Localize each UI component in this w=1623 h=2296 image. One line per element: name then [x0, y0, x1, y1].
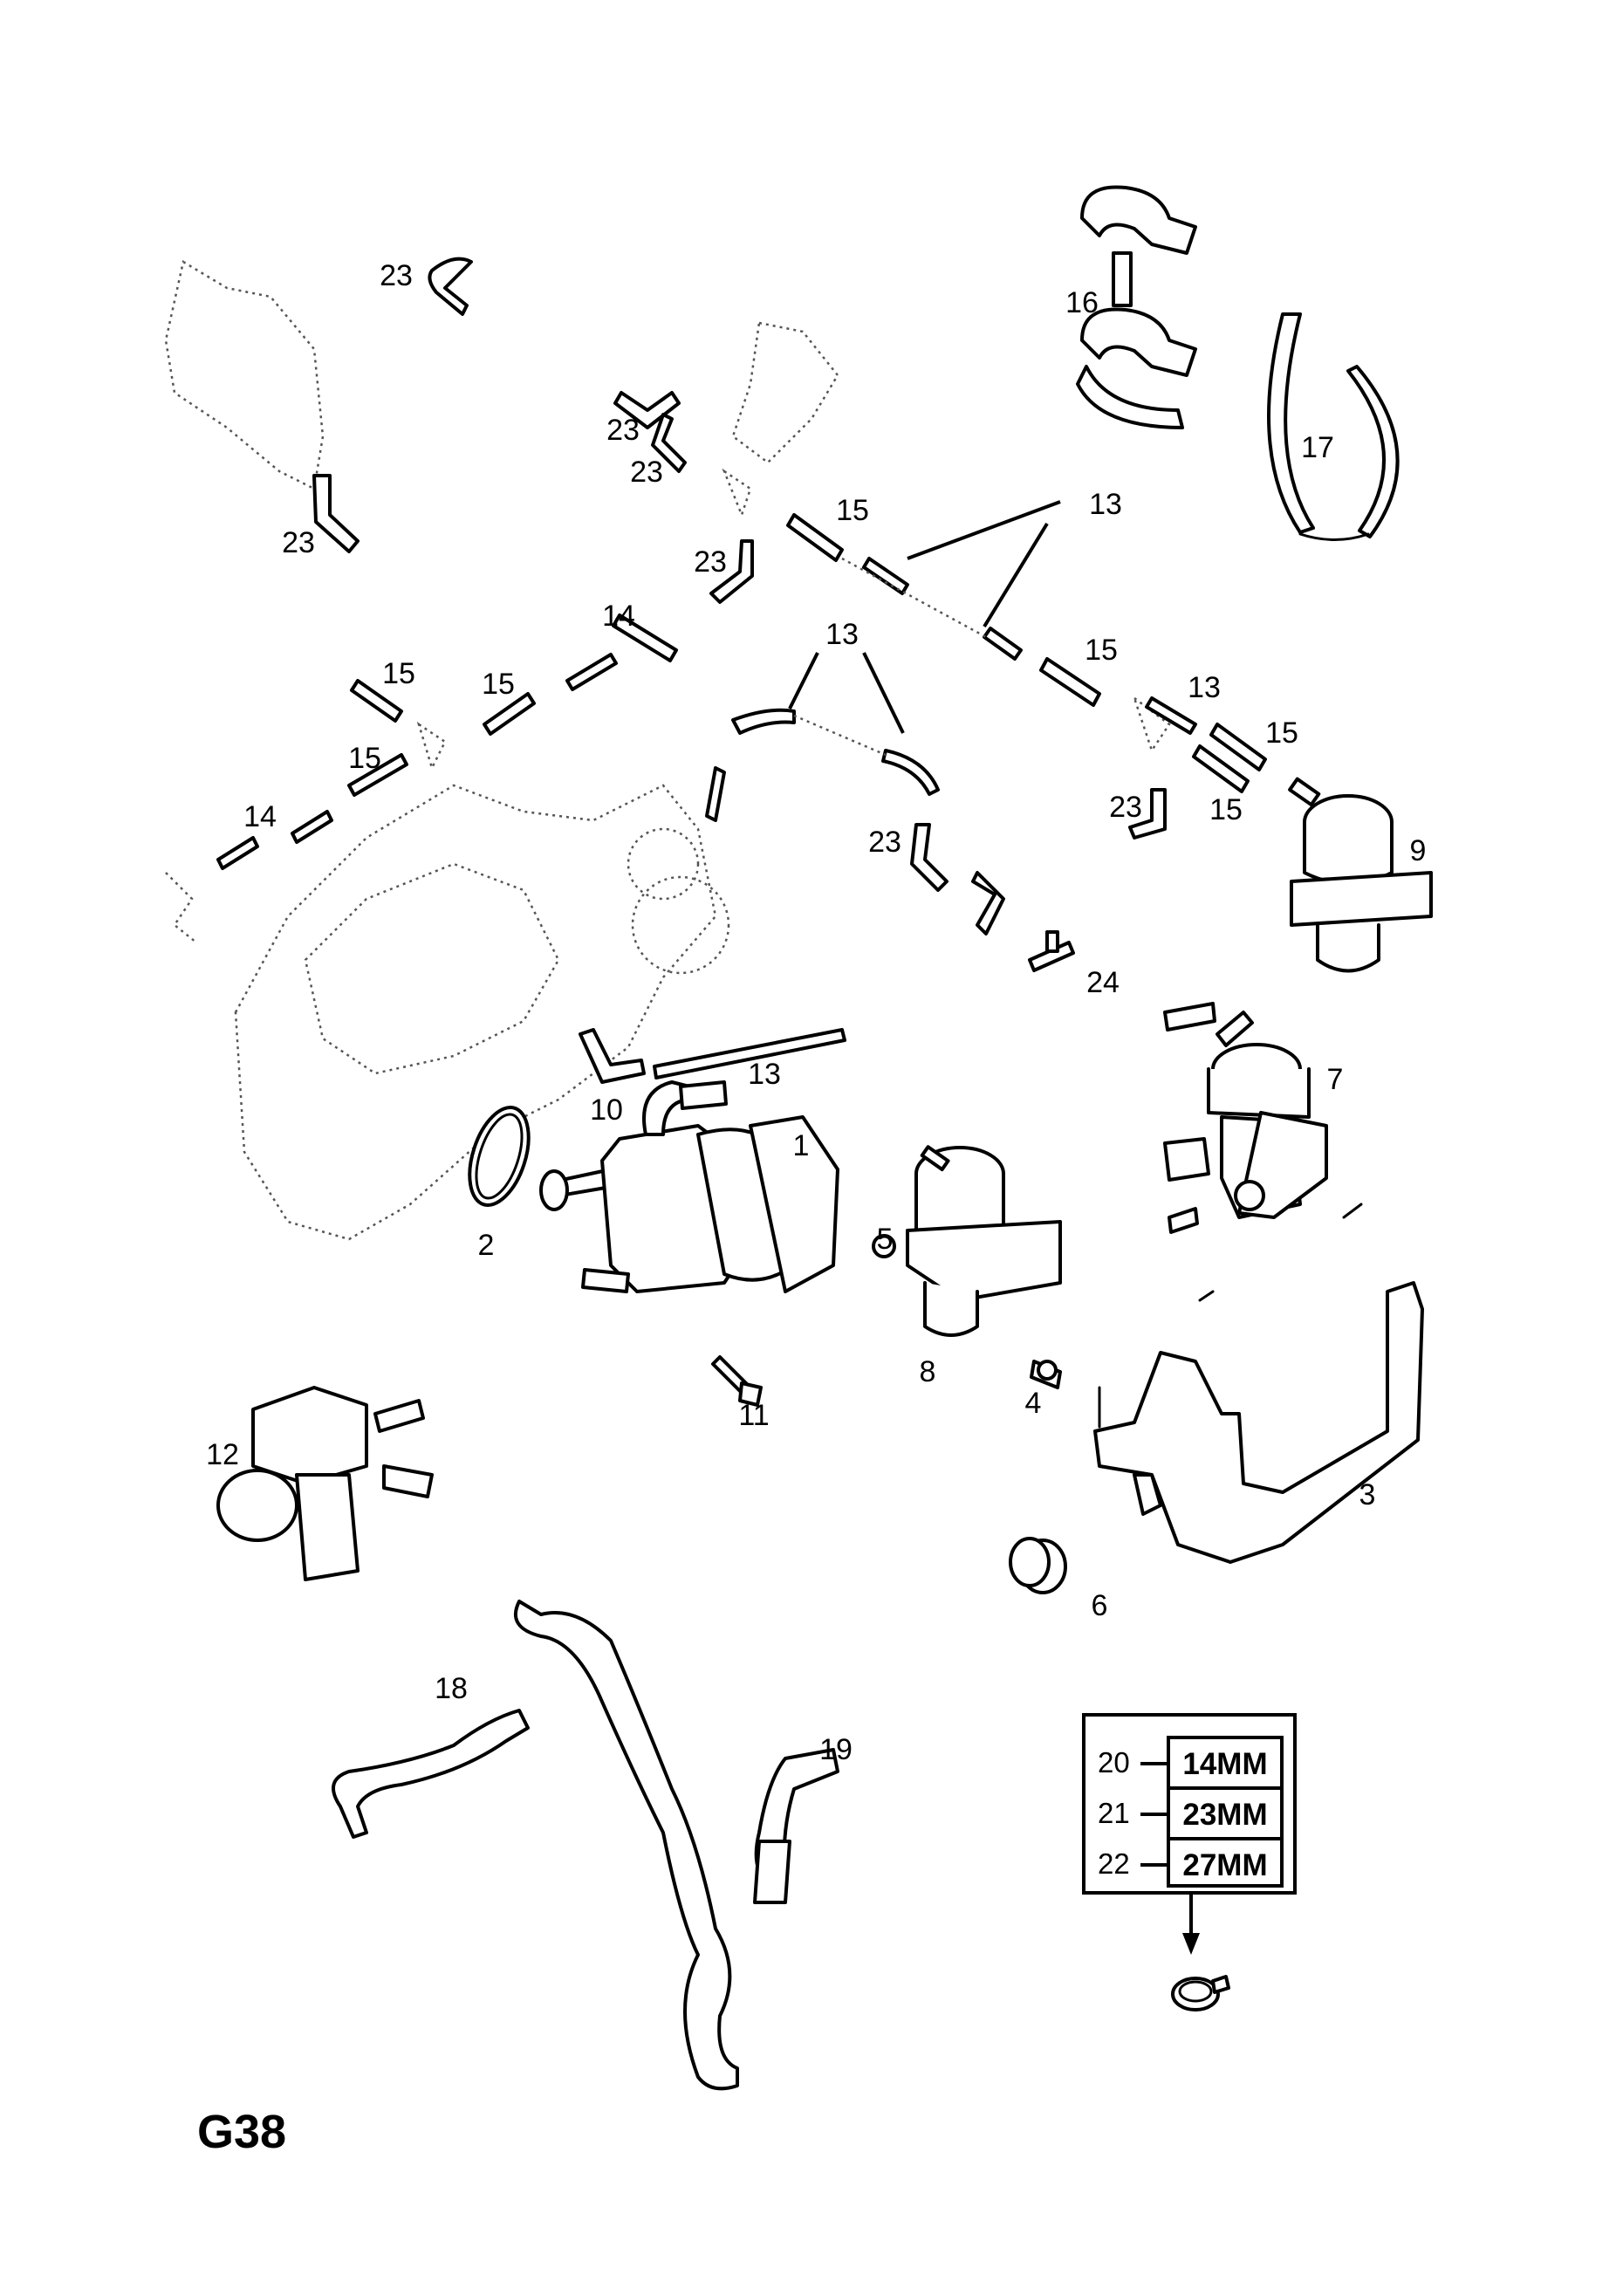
part-12-solenoid: [216, 1386, 434, 1581]
callout-23: 23: [630, 456, 663, 489]
callout-12: 12: [206, 1438, 239, 1471]
hose-clamp-size-legend: 20 14MM 21 23MM 22 27MM: [1082, 1713, 1297, 1895]
part-17-cable-tie: [1267, 312, 1400, 541]
legend-size: 23MM: [1167, 1786, 1284, 1837]
callout-18: 18: [435, 1672, 468, 1705]
callout-15: 15: [1209, 793, 1243, 826]
legend-dash: [1140, 1813, 1167, 1816]
callout-15: 15: [836, 494, 869, 527]
part-10-elbow: [579, 1028, 646, 1084]
callout-7: 7: [1326, 1063, 1344, 1096]
part-11-bolt: [711, 1355, 763, 1407]
part-3-bracket: [1093, 1203, 1424, 1564]
part-13-long-hose: [653, 1028, 846, 1079]
callout-13: 13: [825, 618, 859, 651]
legend-ref: 21: [1098, 1797, 1130, 1829]
legend-row: 22 27MM: [1085, 1837, 1293, 1888]
callout-16: 16: [1065, 286, 1099, 319]
legend-dash: [1140, 1762, 1167, 1765]
callout-24: 24: [1086, 966, 1120, 999]
part-6-cap: [1009, 1537, 1067, 1594]
hose-segments-14-15: [216, 513, 1267, 870]
part-5-nut: [872, 1234, 896, 1258]
part-9-solenoid: [1288, 777, 1433, 973]
callout-15: 15: [482, 668, 515, 701]
callout-15: 15: [348, 742, 381, 775]
legend-arrow: [1182, 1888, 1200, 1955]
page-code: G38: [197, 2106, 287, 2158]
callout-14: 14: [243, 800, 277, 833]
callout-4: 4: [1024, 1387, 1042, 1420]
callout-3: 3: [1359, 1478, 1376, 1511]
callout-5: 5: [876, 1223, 894, 1256]
callout-8: 8: [919, 1355, 936, 1388]
part-1-egr-valve: [539, 1080, 839, 1293]
leader-lines-13: [788, 500, 1061, 734]
part-8-solenoid: [906, 1145, 1062, 1337]
part-2-o-ring: [468, 1106, 531, 1207]
callout-23: 23: [606, 414, 640, 447]
legend-ref: 22: [1098, 1847, 1130, 1880]
callout-13: 13: [748, 1058, 781, 1091]
callout-23: 23: [380, 259, 413, 292]
legend-dash: [1140, 1863, 1167, 1867]
hose-elbow-23-right: [1128, 788, 1167, 840]
legend-size: 27MM: [1167, 1837, 1284, 1888]
part-24-t-connector: [1028, 930, 1075, 972]
part-19-hose: [514, 1600, 839, 2091]
legend-row: 20 14MM: [1085, 1736, 1293, 1786]
part-18-hose: [332, 1709, 530, 1839]
part-7-vacuum-regulator: [1163, 1002, 1328, 1234]
callout-23: 23: [694, 545, 727, 579]
legend-ref: 20: [1098, 1746, 1130, 1779]
callout-17: 17: [1301, 431, 1334, 464]
hose-elbow-23-left: [312, 474, 360, 553]
hose-elbow-23-lower: [910, 823, 1005, 936]
callout-1: 1: [792, 1129, 810, 1162]
hose-elbow-23-top: [428, 257, 473, 316]
hose-clamp-icon: [1171, 1975, 1230, 2012]
part-16-clip: [1076, 185, 1197, 429]
callout-10: 10: [590, 1093, 623, 1127]
callout-9: 9: [1409, 834, 1427, 867]
legend-size: 14MM: [1167, 1736, 1284, 1786]
callout-14: 14: [602, 600, 635, 633]
callout-15: 15: [382, 657, 415, 690]
callout-2: 2: [477, 1229, 495, 1262]
part-4-fitting: [1030, 1360, 1062, 1389]
callout-15: 15: [1085, 634, 1118, 667]
callout-13: 13: [1188, 671, 1221, 704]
hose-elbow-23-upper-mid: [613, 391, 687, 473]
callout-6: 6: [1091, 1589, 1108, 1622]
callout-11: 11: [738, 1399, 770, 1432]
callout-15: 15: [1265, 716, 1298, 750]
callout-23: 23: [282, 526, 315, 559]
callout-23: 23: [1109, 791, 1142, 824]
legend-row: 21 23MM: [1085, 1786, 1293, 1837]
callout-19: 19: [819, 1733, 853, 1766]
callout-23: 23: [868, 826, 901, 859]
hose-elbow-23-mid: [709, 539, 754, 604]
callout-13: 13: [1089, 488, 1122, 521]
